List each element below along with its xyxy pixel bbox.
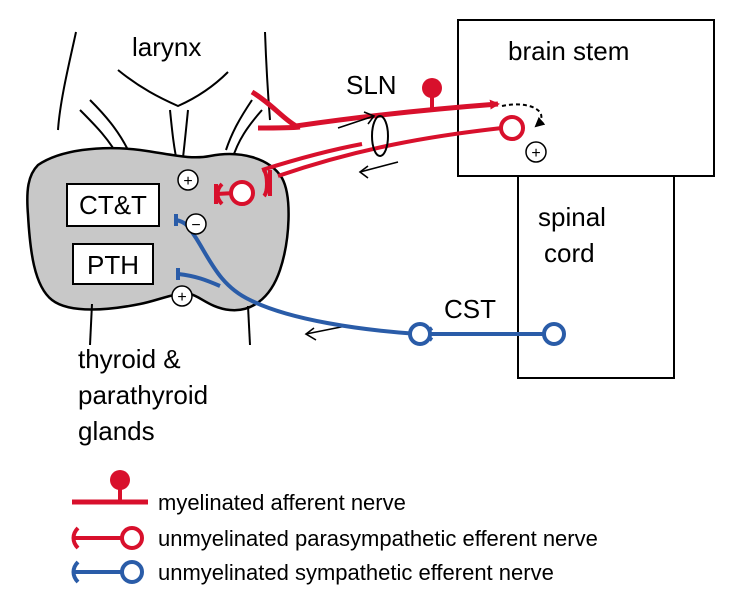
spinal-cord-box — [517, 175, 675, 379]
minus-sign-ctt — [185, 213, 207, 235]
legend-label-parasympathetic-efferent: unmyelinated parasympathetic efferent ne… — [158, 526, 598, 551]
thyroid-label-line3: glands — [78, 416, 155, 446]
legend-label-myelinated-afferent: myelinated afferent nerve — [158, 490, 406, 515]
spinal-cord-label-line1: spinal — [538, 202, 606, 232]
direction-arrows — [304, 111, 399, 341]
plus-sign-brainstem-text: + — [531, 145, 540, 162]
minus-sign-ctt-text: − — [191, 217, 200, 234]
parasympathetic-ganglion-thyroid — [229, 180, 255, 206]
parasympathetic-neuron-brainstem — [499, 115, 525, 141]
legend-item-myelinated-afferent: myelinated afferent nerve — [72, 470, 406, 515]
legend-item-parasympathetic-efferent: unmyelinated parasympathetic efferent ne… — [71, 526, 598, 551]
nerve-bundle-ellipse — [371, 115, 389, 157]
sln-label: SLN — [346, 70, 397, 100]
legend-item-sympathetic-efferent: unmyelinated sympathetic efferent nerve — [71, 560, 554, 585]
larynx-label: larynx — [132, 32, 201, 62]
pth-box — [72, 243, 154, 285]
sympathetic-neuron-spinal — [542, 322, 566, 346]
plus-sign-pth — [171, 285, 193, 307]
feedback-arrow — [501, 103, 546, 128]
sympathetic-ganglion — [408, 322, 432, 346]
plus-sign-ctt — [177, 169, 199, 191]
ctt-label: CT&T — [79, 190, 147, 220]
thyroid-label-line2: parathyroid — [78, 380, 208, 410]
spinal-cord-label-line2: cord — [544, 238, 595, 268]
gland-lower-lines — [89, 303, 251, 346]
myelin-bulb — [422, 78, 442, 98]
brain-stem-box — [457, 19, 715, 177]
plus-sign-brainstem — [525, 141, 547, 163]
thyroid-label-line1: thyroid & — [78, 344, 181, 374]
cst-label: CST — [444, 294, 496, 324]
sign-markers: + − + + — [171, 141, 547, 307]
plus-sign-pth-text: + — [177, 289, 186, 306]
legend-label-sympathetic-efferent: unmyelinated sympathetic efferent nerve — [158, 560, 554, 585]
pth-label: PTH — [87, 250, 139, 280]
ctt-box — [66, 183, 160, 227]
plus-sign-ctt-text: + — [183, 173, 192, 190]
brain-stem-label: brain stem — [508, 36, 629, 66]
thyroid-gland — [26, 146, 290, 312]
legend: myelinated afferent nerve unmyelinated p… — [71, 470, 598, 585]
sln-afferent-nerve — [250, 89, 500, 131]
larynx-outline — [57, 31, 271, 167]
